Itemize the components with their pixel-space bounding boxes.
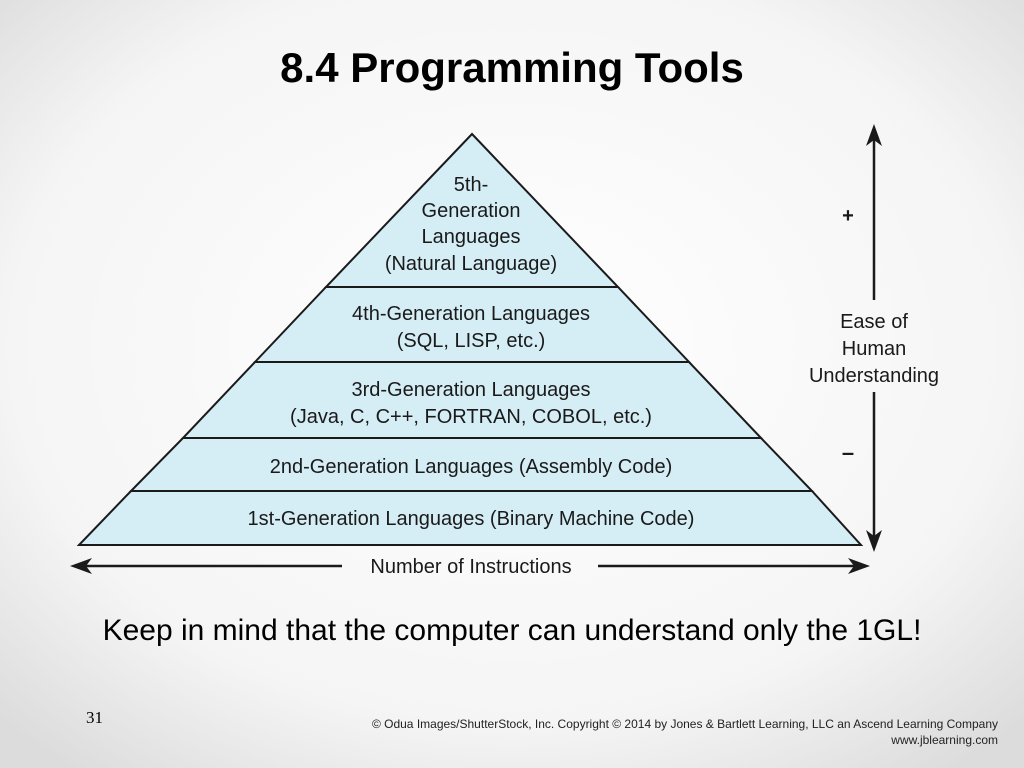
slide-caption: Keep in mind that the computer can under…: [102, 614, 922, 647]
arrow-left-icon: [70, 558, 92, 574]
arrow-right-icon: [848, 558, 870, 574]
horizontal-axis-label: Number of Instructions: [370, 556, 571, 578]
vertical-axis-plus: +: [842, 205, 854, 227]
tier-5-line-3: Languages: [422, 226, 521, 248]
arrow-up-icon: [866, 124, 882, 146]
vertical-axis-label-line-1: Ease of: [840, 311, 908, 333]
pyramid-tier-1st-generation: [76, 490, 864, 546]
copyright-notice: © Odua Images/ShutterStock, Inc. Copyrig…: [372, 716, 998, 748]
tier-5-line-1: 5th-: [454, 174, 488, 196]
tier-5-line-4: (Natural Language): [385, 253, 557, 275]
vertical-axis-label-line-2: Human: [842, 338, 906, 360]
tier-3-line-2: (Java, C, C++, FORTRAN, COBOL, etc.): [290, 406, 652, 428]
slide-number: 31: [86, 708, 103, 727]
copyright-line-1: © Odua Images/ShutterStock, Inc. Copyrig…: [371, 717, 998, 731]
vertical-axis-minus: –: [842, 440, 854, 465]
tier-1-line-1: 1st-Generation Languages (Binary Machine…: [248, 508, 695, 530]
tier-5-line-2: Generation: [422, 200, 521, 222]
copyright-line-2: www.jblearning.com: [891, 733, 998, 747]
arrow-down-icon: [866, 530, 882, 552]
slide-title: 8.4 Programming Tools: [280, 44, 744, 91]
vertical-axis-label-line-3: Understanding: [809, 365, 939, 387]
tier-3-line-1: 3rd-Generation Languages: [351, 379, 590, 401]
tier-2-line-1: 2nd-Generation Languages (Assembly Code): [270, 456, 672, 478]
tier-4-line-2: (SQL, LISP, etc.): [397, 330, 546, 352]
tier-4-line-1: 4th-Generation Languages: [352, 303, 590, 325]
